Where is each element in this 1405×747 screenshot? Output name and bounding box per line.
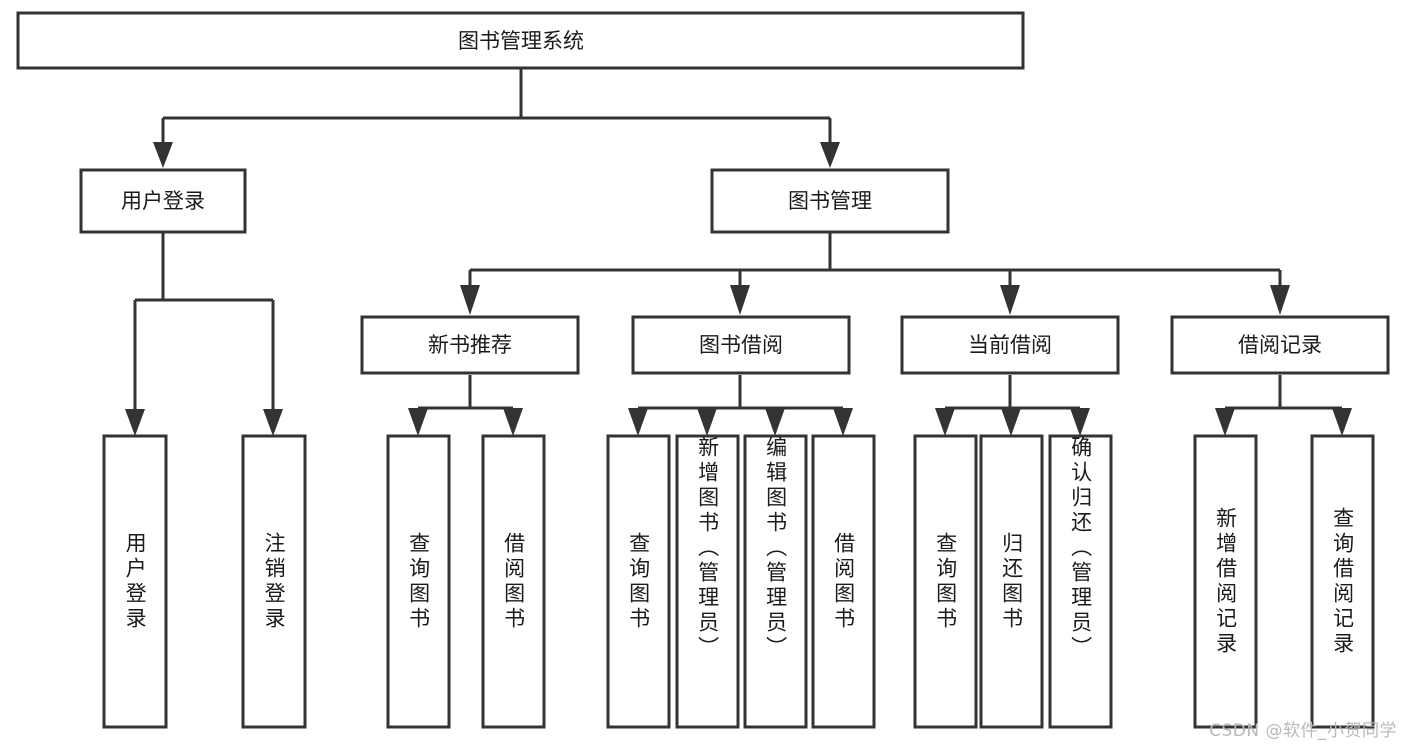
- node-user-login-box[interactable]: [79, 168, 247, 234]
- csdn-watermark: CSDN @软件_小贺同学: [1209, 721, 1397, 741]
- leaf-edit-book-box[interactable]: [743, 434, 808, 729]
- connectors-book-management-to-submodules: [460, 233, 1290, 315]
- arrow-leaf-add-record: [1215, 408, 1235, 436]
- node-root[interactable]: 图书管理系统: [16, 11, 1025, 70]
- node-root-label: 图书管理系统: [458, 29, 584, 53]
- arrow-book-management: [820, 142, 840, 168]
- connectors-borrow-record-to-leaves: [1215, 375, 1352, 436]
- node-book-borrow[interactable]: 图书借阅: [631, 315, 851, 375]
- node-current-borrow-label: 当前借阅: [968, 333, 1052, 357]
- node-user-login[interactable]: 用户登录: [79, 168, 247, 234]
- arrow-leaf-query-book-1: [408, 408, 428, 436]
- arrow-leaf-user-login: [125, 409, 145, 436]
- arrow-user-login: [153, 142, 173, 168]
- arrow-leaf-query-record: [1332, 408, 1352, 436]
- connectors-new-book-recommend-to-leaves: [408, 375, 523, 436]
- leaf-user-login-box[interactable]: [102, 434, 168, 729]
- node-book-management-label: 图书管理: [788, 189, 872, 213]
- arrow-new-book-recommend: [460, 285, 480, 315]
- leaf-boxes: [102, 434, 1375, 729]
- node-borrow-record-label: 借阅记录: [1238, 333, 1322, 357]
- node-user-login-label: 用户登录: [121, 189, 205, 213]
- connectors-current-borrow-to-leaves: [935, 375, 1090, 436]
- arrow-current-borrow: [1000, 285, 1020, 315]
- leaf-logout-login-box[interactable]: [241, 434, 307, 729]
- node-borrow-record-box[interactable]: [1170, 315, 1390, 375]
- leaf-add-book-box[interactable]: [675, 434, 740, 729]
- connectors-root-to-modules: [153, 68, 840, 168]
- leaf-confirm-return-box[interactable]: [1048, 434, 1113, 729]
- arrow-leaf-query-book-3: [935, 408, 955, 436]
- node-current-borrow[interactable]: 当前借阅: [900, 315, 1120, 375]
- node-new-book-recommend-box[interactable]: [360, 315, 580, 375]
- node-root-box[interactable]: [16, 11, 1025, 70]
- leaf-query-record-box[interactable]: [1310, 434, 1375, 729]
- arrow-leaf-query-book-2: [628, 408, 648, 436]
- arrow-leaf-confirm-return: [1070, 408, 1090, 436]
- node-book-borrow-box[interactable]: [631, 315, 851, 375]
- node-book-management-box[interactable]: [710, 168, 950, 234]
- arrow-book-borrow: [730, 285, 750, 315]
- node-borrow-record[interactable]: 借阅记录: [1170, 315, 1390, 375]
- node-book-borrow-label: 图书借阅: [699, 333, 783, 357]
- leaf-query-book-3-box[interactable]: [913, 434, 978, 729]
- node-book-management[interactable]: 图书管理: [710, 168, 950, 234]
- arrow-leaf-edit-book: [765, 408, 785, 436]
- leaf-return-book-box[interactable]: [979, 434, 1044, 729]
- arrow-leaf-return-book: [1001, 408, 1021, 436]
- arrow-leaf-borrow-book-1: [503, 408, 523, 436]
- connectors-user-login-to-leaves: [125, 233, 283, 436]
- arrow-leaf-logout-login: [263, 409, 283, 436]
- leaf-query-book-1-box[interactable]: [386, 434, 451, 729]
- arrow-borrow-record: [1270, 285, 1290, 315]
- leaf-query-book-2-box[interactable]: [606, 434, 671, 729]
- leaf-borrow-book-1-box[interactable]: [481, 434, 546, 729]
- arrow-leaf-add-book: [697, 408, 717, 436]
- node-new-book-recommend-label: 新书推荐: [428, 333, 512, 357]
- node-new-book-recommend[interactable]: 新书推荐: [360, 315, 580, 375]
- leaf-borrow-book-2-box[interactable]: [811, 434, 876, 729]
- arrow-leaf-borrow-book-2: [833, 408, 853, 436]
- node-current-borrow-box[interactable]: [900, 315, 1120, 375]
- leaf-add-record-box[interactable]: [1193, 434, 1258, 729]
- connectors-book-borrow-to-leaves: [628, 375, 853, 436]
